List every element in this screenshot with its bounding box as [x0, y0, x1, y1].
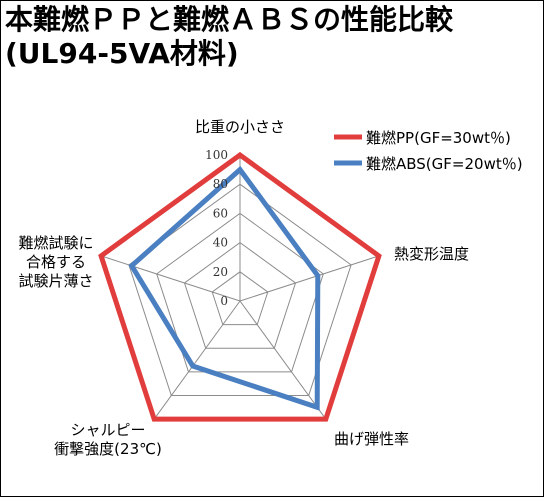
chart-title: 本難燃ＰＰと難燃ＡＢＳの性能比較 (UL94-5VA材料) — [5, 3, 453, 71]
radar-spokes — [100, 155, 380, 420]
grid-ring-20 — [211, 271, 269, 326]
tick-label-100: 100 — [205, 148, 228, 162]
spoke-5 — [100, 255, 241, 302]
axis-label-3-line-1: 曲げ弾性率 — [334, 430, 409, 448]
axis-label-2: 熱変形温度 — [394, 245, 469, 263]
axis-label-5-line-3: 試験片薄さ — [18, 272, 93, 290]
tick-label-80: 80 — [213, 177, 228, 191]
radar-series — [98, 151, 382, 422]
axis-label-5-line-1: 難燃試験に — [18, 234, 93, 252]
axis-label-4: シャルピー衝撃強度(23℃) — [54, 421, 162, 458]
axis-label-5: 難燃試験に合格する試験片薄さ — [18, 234, 93, 290]
axis-label-1-line-1: 比重の小ささ — [195, 118, 285, 136]
radar-tick-labels: 0 20 40 60 80 100 — [205, 148, 228, 308]
spoke-2 — [239, 255, 380, 302]
legend-label-2: 難燃ABS(GF=20wt％) — [366, 155, 523, 173]
axis-label-3: 曲げ弾性率 — [334, 430, 409, 448]
spoke-4 — [153, 300, 241, 420]
tick-label-40: 40 — [213, 236, 228, 250]
legend-label-1: 難燃PP(GF=30wt％) — [366, 129, 511, 147]
grid-ring-40 — [183, 241, 297, 349]
axis-label-1: 比重の小ささ — [195, 118, 285, 136]
axis-label-4-line-1: シャルピー — [70, 421, 145, 439]
tick-label-20: 20 — [213, 265, 228, 279]
title-line-1: 本難燃ＰＰと難燃ＡＢＳの性能比較 — [5, 3, 454, 36]
axis-label-4-line-2: 衝撃強度(23℃) — [54, 440, 162, 458]
title-line-2: (UL94-5VA材料) — [5, 37, 239, 70]
tick-label-0: 0 — [220, 294, 228, 308]
spoke-3 — [239, 300, 327, 420]
tick-label-60: 60 — [213, 206, 228, 220]
axis-label-5-line-2: 合格する — [26, 253, 86, 271]
series-pp-polygon — [98, 151, 382, 422]
series-abs-polygon — [128, 165, 321, 411]
axis-label-2-line-1: 熱変形温度 — [394, 245, 469, 263]
chart-legend: 難燃PP(GF=30wt％) 難燃ABS(GF=20wt％) — [334, 129, 523, 173]
